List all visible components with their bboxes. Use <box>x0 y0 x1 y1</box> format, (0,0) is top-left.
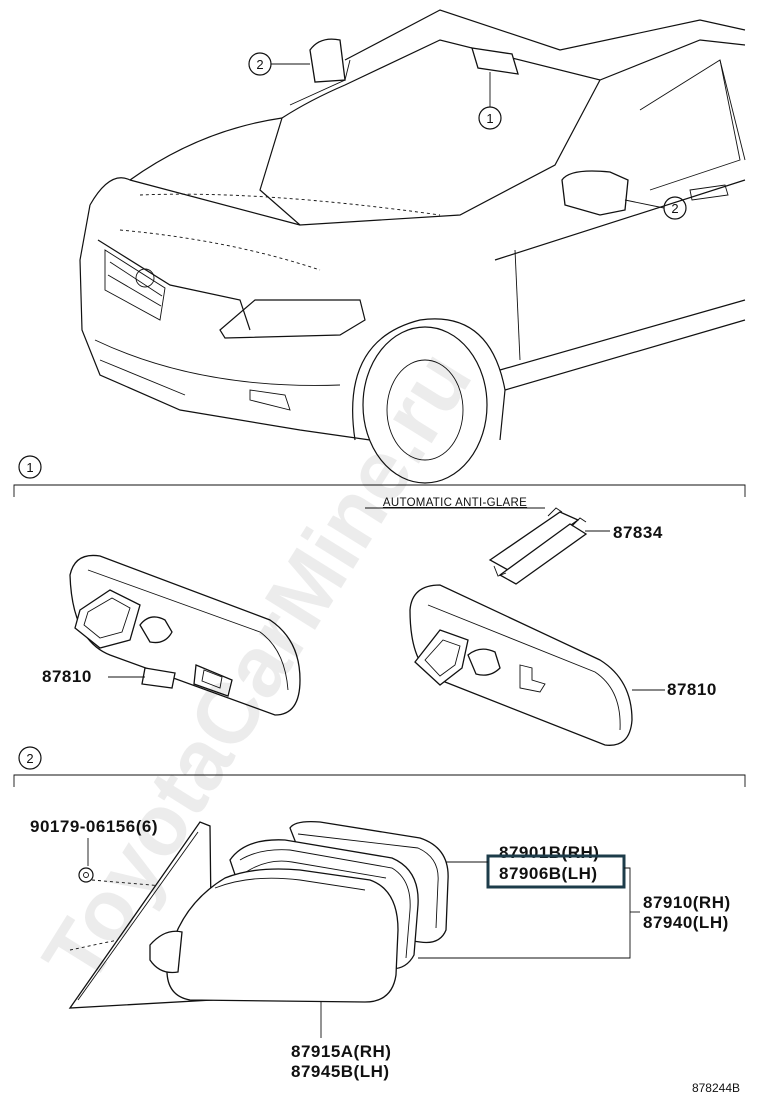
part-label-87834: 87834 <box>585 523 663 542</box>
callout-2-top: 2 <box>248 52 310 76</box>
part-label-assy-lh: 87940(LH) <box>643 913 729 932</box>
svg-text:87810: 87810 <box>667 680 717 699</box>
svg-text:87834: 87834 <box>613 523 663 542</box>
svg-text:87915A(RH): 87915A(RH) <box>291 1042 391 1061</box>
wire-clip <box>488 507 588 585</box>
svg-text:2: 2 <box>256 57 263 72</box>
inner-mirror-left <box>69 554 301 716</box>
part-label-glass-lh[interactable]: 87906B(LH) <box>486 854 626 889</box>
svg-text:87901B(RH): 87901B(RH) <box>499 843 599 862</box>
callout-1-top: 1 <box>478 72 502 130</box>
car-illustration <box>79 9 746 484</box>
part-label-assy-rh: 87910(RH) <box>643 893 731 912</box>
part-label-screw: 90179-06156(6) <box>30 817 158 866</box>
svg-text:87945B(LH): 87945B(LH) <box>291 1062 390 1081</box>
highlight-box <box>486 854 626 889</box>
callout-2-side: 2 <box>624 196 687 220</box>
part-label-cover-lh: 87945B(LH) <box>291 1062 390 1081</box>
part-label-cover-rh: 87915A(RH) <box>291 1002 391 1061</box>
part-label-87810-left: 87810 <box>42 667 145 686</box>
svg-text:87906B(LH): 87906B(LH) <box>499 864 598 883</box>
svg-text:87940(LH): 87940(LH) <box>643 913 729 932</box>
svg-text:1: 1 <box>486 111 493 126</box>
part-label-87810-right: 87810 <box>632 680 717 699</box>
section-1-marker: 1 <box>26 460 33 475</box>
svg-text:87810: 87810 <box>42 667 92 686</box>
screw <box>78 867 94 883</box>
part-label-glass-rh: 87901B(RH) <box>499 843 599 862</box>
anti-glare-heading: AUTOMATIC ANTI-GLARE <box>383 497 527 509</box>
svg-text:90179-06156(6): 90179-06156(6) <box>30 817 158 836</box>
section-1: 1 AUTOMATIC ANTI-GLARE 87810 <box>13 455 746 746</box>
section-2-marker: 2 <box>26 751 33 766</box>
section-2: 2 90179-06156(6) <box>13 746 746 1081</box>
svg-text:2: 2 <box>671 201 678 216</box>
svg-text:87910(RH): 87910(RH) <box>643 893 731 912</box>
figure-id: 878244B <box>692 1081 740 1095</box>
inner-mirror-right <box>409 584 633 746</box>
outer-mirror-cover <box>149 868 399 1003</box>
